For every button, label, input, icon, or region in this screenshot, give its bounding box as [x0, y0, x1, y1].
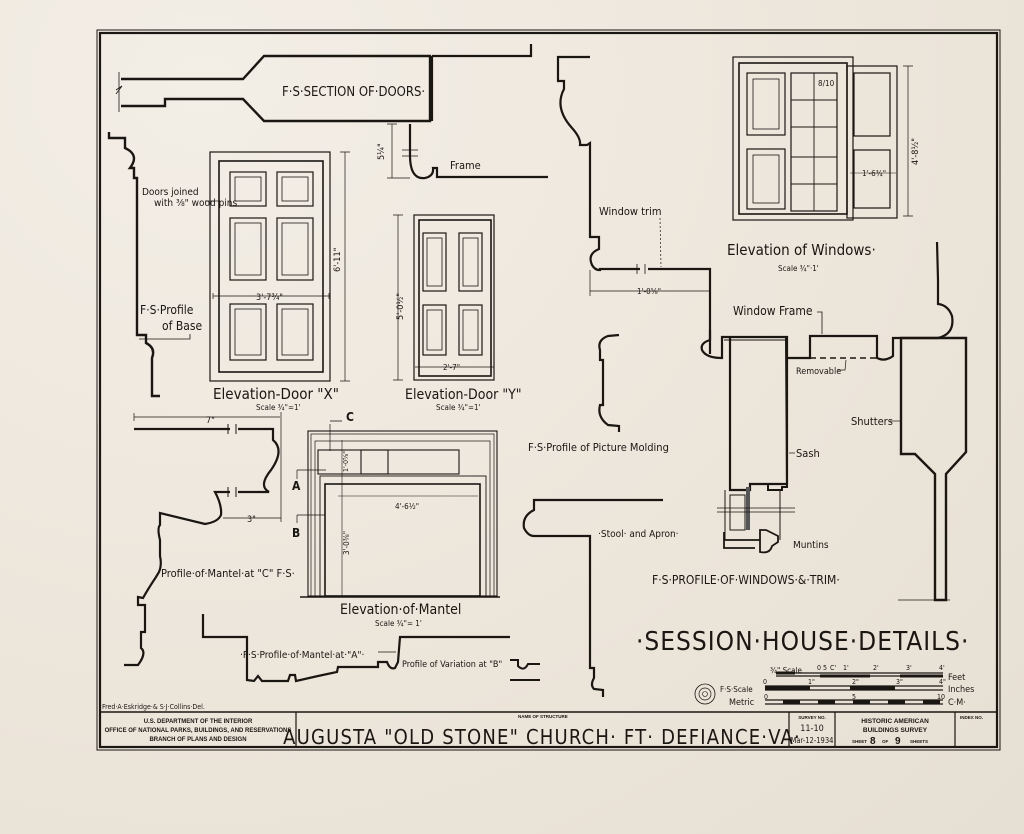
scale-34-tick-1: 5 — [823, 664, 827, 672]
doors-note-1: Doors joined — [142, 187, 199, 198]
mantel-elevation — [296, 424, 500, 598]
pane-note: 8/10 — [818, 79, 835, 88]
scale-34-tick-6: 4' — [939, 664, 945, 672]
door-y-width-dim: 2'-7" — [443, 363, 460, 372]
door-y-elevation — [393, 214, 495, 381]
delineators: Fred·A·Eskridge·& S·J·Collins·Del. — [102, 703, 205, 711]
door-x-scale: Scale ¾"=1' — [256, 403, 301, 412]
marker-a: A — [292, 479, 301, 493]
mantel-width-dim: 4'-6½" — [395, 502, 419, 511]
habs-line-1: HISTORIC AMERICAN — [861, 718, 929, 725]
sheet-title: ·SESSION·HOUSE·DETAILS· — [636, 627, 969, 657]
windows-profile-title: F·S·PROFILE·OF·WINDOWS·&·TRIM· — [652, 573, 840, 587]
stool-apron-label: ·Stool· and Apron· — [598, 529, 679, 540]
scale-34-tick-0: 0 — [817, 664, 821, 672]
marker-b: B — [292, 526, 300, 540]
variation-label: Profile of Variation at "B" — [402, 660, 502, 670]
scale-metric-tick-2: 10 — [937, 693, 945, 701]
mantel-profile-c: 7" 3" Profile·of·Mantel·at "C" F·S· — [124, 412, 295, 667]
scale-fs-unit: Inches — [948, 685, 974, 695]
picture-molding-label: F·S·Profile of Picture Molding — [528, 441, 669, 454]
door-x-width-dim: 3'-7¾" — [256, 293, 283, 303]
windows-trim-profile — [700, 241, 968, 602]
survey-date: Mar-12-1934 — [791, 736, 834, 745]
window-trim-profile: Window trim 1'-0⅝" — [556, 55, 712, 354]
scale-34-label: ¾" Scale — [770, 666, 803, 675]
windows-elev-scale: Scale ¾"·1' — [778, 264, 819, 273]
sheet-number: 8 — [870, 736, 876, 747]
shutter-width-dim: 1'-6¾" — [862, 169, 886, 178]
mantel-profile-a: ·F·S·Profile·of·Mantel·at·"A"· Profile o… — [201, 614, 540, 683]
inner-border — [98, 31, 999, 749]
survey-caption: SURVEY NO. — [798, 715, 826, 720]
index-caption: INDEX NO. — [960, 715, 983, 720]
sheet-word: SHEET — [852, 739, 867, 744]
title-block — [100, 711, 997, 747]
muntins-label: Muntins — [793, 540, 829, 551]
base-label-2: of Base — [162, 319, 202, 333]
scale-34-tick-2: C' — [830, 664, 836, 672]
scale-34-unit: Feet — [948, 673, 965, 683]
door-x-elevation — [205, 151, 350, 382]
scale-fs-tick-3: 3" — [896, 678, 903, 686]
section-doors-dim: 5¼" — [377, 143, 387, 160]
window-frame-label: Window Frame — [733, 304, 813, 318]
scale-34-tick-5: 3' — [906, 664, 912, 672]
door-x-title: Elevation-Door "X" — [213, 385, 339, 403]
picture-molding-profile: F·S·Profile of Picture Molding — [528, 333, 669, 454]
door-y-height-dim: 5'-0½" — [396, 293, 406, 320]
structure-caption: NAME OF STRUCTURE — [518, 714, 568, 719]
survey-number: 11-10 — [800, 724, 824, 734]
mantel-height-dim: 3'-0⅜" — [342, 531, 351, 555]
mantel-elev-title: Elevation·of·Mantel — [340, 602, 461, 618]
doors-note-2: with ⅜" wood pins — [154, 198, 238, 209]
sheets-word: SHEETS — [910, 739, 928, 744]
mantel-c-dim-bottom: 3" — [247, 515, 256, 525]
door-y-scale: Scale ¾"=1' — [436, 403, 481, 412]
scale-metric-unit: C·M· — [948, 698, 966, 708]
profile-of-base: F·S·Profile of Base — [107, 132, 202, 398]
scale-fs-tick-0: 0 — [763, 678, 767, 686]
section-of-doors: F·S·SECTION OF·DOORS· 5¼" Frame — [115, 44, 548, 180]
scale-fs-tick-1: 1" — [808, 678, 815, 686]
scale-34-tick-4: 2' — [873, 664, 879, 672]
marker-c: C — [346, 410, 354, 424]
scale-fs-label: F·S·Scale — [720, 685, 753, 694]
windows-elevation — [732, 56, 913, 221]
shutters-label: Shutters — [851, 415, 893, 428]
mantel-c-label: Profile·of·Mantel·at "C" F·S· — [161, 567, 295, 580]
base-label-1: F·S·Profile — [140, 303, 194, 317]
sheet-total: 9 — [895, 736, 901, 747]
agency-line-2: OFFICE OF NATIONAL PARKS, BUILDINGS, AND… — [105, 728, 292, 734]
agency-line-1: U.S. DEPARTMENT OF THE INTERIOR — [144, 719, 253, 725]
door-y-title: Elevation-Door "Y" — [405, 387, 522, 403]
mantel-elev-scale: Scale ¾"= 1' — [375, 619, 422, 628]
scale-fs-tick-2: 2" — [852, 678, 859, 686]
sash-label: Sash — [796, 447, 820, 460]
scale-34-tick-3: 1' — [843, 664, 849, 672]
agency-line-3: BRANCH OF PLANS AND DESIGN — [149, 737, 246, 743]
scale-metric-tick-0: 0 — [764, 693, 768, 701]
mantel-frieze-dim: 1'-0⅝" — [342, 451, 350, 472]
door-x-height-dim: 6'-11" — [333, 248, 343, 272]
scale-fs-tick-4: 4" — [939, 678, 946, 686]
scale-metric-tick-1: 5 — [852, 693, 856, 701]
habs-line-2: BUILDINGS SURVEY — [863, 727, 928, 734]
window-height-dim: 4'-8½" — [911, 138, 921, 165]
frame-label: Frame — [450, 159, 481, 172]
window-trim-dim: 1'-0⅝" — [637, 287, 661, 296]
of-word: OF — [882, 739, 889, 744]
windows-elev-title: Elevation of Windows· — [727, 241, 876, 259]
scale-metric-label: Metric — [729, 698, 754, 708]
graphic-scales — [694, 671, 943, 705]
window-trim-label: Window trim — [599, 205, 661, 218]
stool-and-apron-profile: ·Stool· and Apron· — [522, 498, 679, 697]
mantel-c-dim-top: 7" — [206, 416, 215, 426]
structure-name: AUGUSTA "OLD STONE" CHURCH· FT· DEFIANCE… — [283, 725, 801, 749]
mantel-a-label: ·F·S·Profile·of·Mantel·at·"A"· — [240, 650, 364, 661]
section-doors-label: F·S·SECTION OF·DOORS· — [282, 85, 425, 100]
outer-border — [96, 29, 1001, 751]
removable-label: Removable — [796, 367, 841, 377]
